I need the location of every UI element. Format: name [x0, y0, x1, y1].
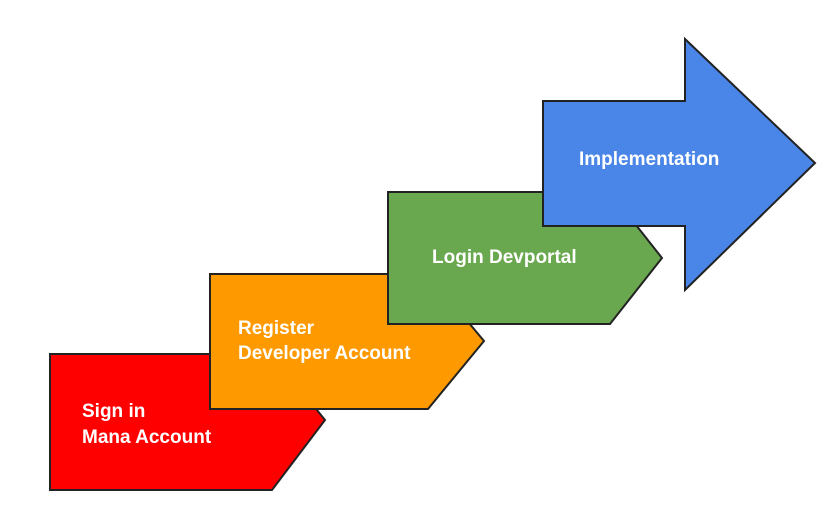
step-implementation-shape	[542, 36, 817, 293]
step-login-label: Login Devportal	[432, 247, 577, 268]
step-implementation: Implementation	[542, 36, 817, 293]
step-implementation-label: Implementation	[579, 149, 719, 170]
step-register-line-2: Developer Account	[238, 343, 411, 364]
step-sign-in-line-1: Sign in	[82, 401, 145, 422]
step-sign-in-label: Sign in Mana Account	[82, 401, 212, 448]
step-implementation-line-1: Implementation	[579, 149, 719, 170]
step-register-label: Register Developer Account	[238, 318, 411, 364]
step-sign-in-line-2: Mana Account	[82, 427, 212, 448]
step-register-line-1: Register	[238, 318, 315, 339]
step-login-line-1: Login Devportal	[432, 247, 577, 268]
